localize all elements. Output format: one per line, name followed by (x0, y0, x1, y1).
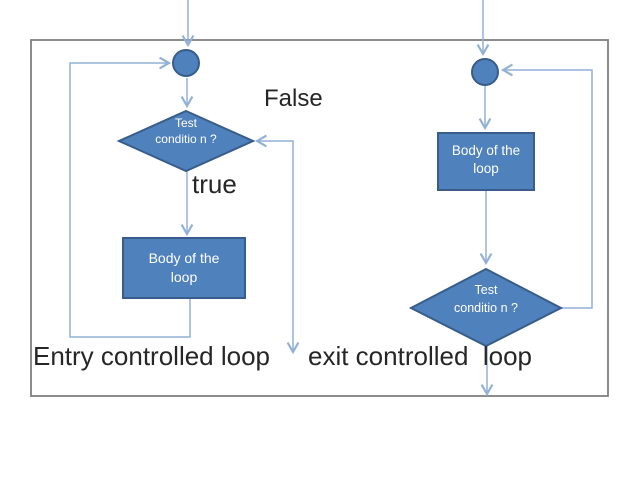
exit-body-label: Body of the loop (451, 143, 521, 176)
entry-start-circle (172, 49, 200, 77)
entry-caption: Entry controlled loop (33, 341, 271, 371)
entry-condition-diamond (116, 109, 256, 173)
false-label: False (264, 85, 323, 112)
entry-condition-label: Test conditio n ? (155, 116, 217, 146)
exit-loopback-connector (500, 63, 593, 309)
exit-condition-label: Test conditio n ? (454, 283, 518, 315)
entry-false-connector (254, 134, 300, 355)
entry-loopback-connector (69, 56, 191, 338)
entry-body-label: Body of the loop (148, 250, 220, 285)
exit-caption: exit controlled loop (308, 341, 533, 371)
slide-frame (30, 39, 609, 397)
true-label: true (192, 169, 237, 199)
entry-body-rect (122, 237, 246, 299)
exit-start-circle (471, 58, 499, 86)
exit-body-rect (437, 132, 535, 191)
exit-condition-diamond (408, 267, 564, 348)
